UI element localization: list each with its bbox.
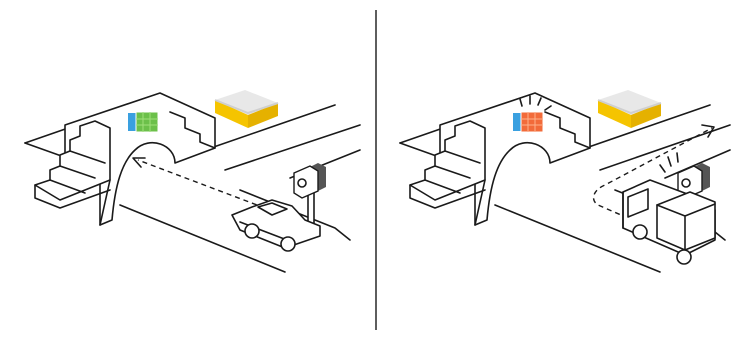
car-icon bbox=[231, 199, 321, 252]
camera-icon-left bbox=[293, 163, 326, 226]
camera-icon-right bbox=[659, 152, 710, 199]
truck-icon bbox=[622, 179, 716, 265]
yellow-block-icon bbox=[214, 90, 279, 128]
traffic-signal-red bbox=[513, 95, 552, 133]
staircase-bridge-left bbox=[34, 92, 216, 226]
traffic-signal-green bbox=[128, 111, 159, 133]
dashed-arrow-right bbox=[592, 124, 715, 219]
yellow-block-icon-right bbox=[597, 90, 662, 128]
staircase-bridge-right bbox=[409, 92, 591, 226]
right-panel bbox=[399, 90, 731, 273]
left-panel bbox=[24, 90, 361, 273]
dashed-arrow-left bbox=[132, 157, 266, 209]
